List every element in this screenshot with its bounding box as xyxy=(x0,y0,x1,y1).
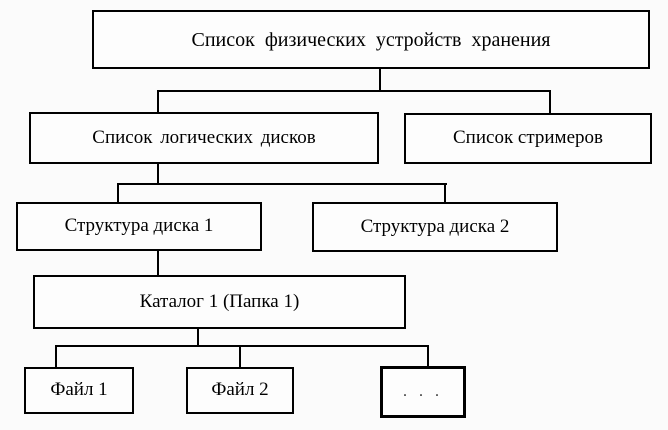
node-streamers-list: Список стримеров xyxy=(404,113,652,164)
connector-disk1-to-catalog xyxy=(157,250,159,276)
node-ellipsis: . . . xyxy=(380,366,466,418)
node-label: Структура диска 1 xyxy=(64,215,214,237)
node-label: Список физических устройств хранения xyxy=(191,28,551,51)
node-physical-devices-list: Список физических устройств хранения xyxy=(92,10,650,69)
node-label: Структура диска 2 xyxy=(360,215,510,237)
connector-level5-horizontal xyxy=(55,345,429,347)
connector-to-file-2 xyxy=(239,345,241,368)
connector-level2-horizontal xyxy=(157,90,551,92)
node-label: Список логических дисков xyxy=(92,126,316,148)
connector-to-logical-disks xyxy=(157,90,159,113)
node-file-1: Файл 1 xyxy=(24,367,134,414)
node-label: . . . xyxy=(403,383,443,401)
connector-to-file-1 xyxy=(55,345,57,368)
node-label: Список стримеров xyxy=(453,127,603,149)
node-file-2: Файл 2 xyxy=(186,367,294,414)
node-logical-disks-list: Список логических дисков xyxy=(29,112,379,164)
connector-to-streamers xyxy=(549,90,551,114)
node-label: Файл 2 xyxy=(211,379,269,401)
connector-level3-horizontal xyxy=(117,183,447,185)
connector-to-disk-structure-1 xyxy=(117,183,119,203)
connector-to-ellipsis xyxy=(427,345,429,367)
connector-logical-to-level3-stem xyxy=(157,163,159,184)
connector-physical-to-level2-stem xyxy=(379,68,381,92)
node-label: Файл 1 xyxy=(50,379,108,401)
node-disk-structure-1: Структура диска 1 xyxy=(16,202,262,251)
node-catalog-1: Каталог 1 (Папка 1) xyxy=(33,275,406,329)
connector-catalog-to-level5-stem xyxy=(197,328,199,347)
connector-to-disk-structure-2 xyxy=(444,183,446,203)
node-disk-structure-2: Структура диска 2 xyxy=(312,202,558,252)
node-label: Каталог 1 (Папка 1) xyxy=(139,290,300,312)
